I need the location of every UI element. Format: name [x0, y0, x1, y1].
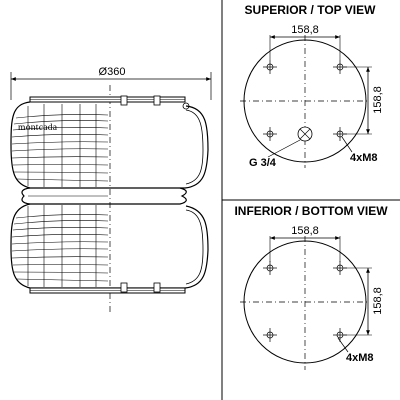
bottom-bolts-label: 4xM8	[346, 352, 374, 364]
bottom-view-title: INFERIOR / BOTTOM VIEW	[234, 204, 388, 218]
top-bolts-label: 4xM8	[350, 152, 378, 164]
bottom-dim-horizontal: 158,8	[291, 225, 319, 237]
bottom-dim-vertical: 158,8	[372, 287, 384, 315]
top-bolt-leader	[341, 136, 353, 153]
port-leader	[267, 139, 301, 158]
top-stud-right	[153, 95, 161, 106]
bottom-bolt-leader	[337, 337, 349, 353]
port-label: G 3/4	[249, 157, 277, 169]
girdle-ring	[21, 187, 187, 205]
lower-bellow-outline	[10, 203, 209, 289]
upper-bellow-ribs	[11, 104, 109, 187]
top-stud-left	[120, 95, 128, 106]
diameter-label: Ø360	[99, 66, 126, 78]
upper-bellow-outline	[10, 101, 209, 189]
top-bolts	[263, 60, 347, 141]
bottom-stud-left	[120, 282, 128, 293]
lower-bellow-ribs	[11, 205, 109, 287]
top-view-title: SUPERIOR / TOP VIEW	[245, 3, 377, 17]
top-view: SUPERIOR / TOP VIEW 158,8 158,8 G 3/4 4x…	[240, 3, 384, 169]
bottom-view: INFERIOR / BOTTOM VIEW 158,8 158,8 4xM8	[234, 204, 388, 370]
top-dim-horizontal: 158,8	[291, 24, 319, 36]
bottom-stud-right	[153, 282, 161, 293]
side-view: Ø360 mon	[10, 66, 212, 312]
bottom-bolts	[263, 261, 347, 342]
brand-label: montcada	[18, 123, 58, 133]
top-dim-vertical: 158,8	[372, 86, 384, 114]
